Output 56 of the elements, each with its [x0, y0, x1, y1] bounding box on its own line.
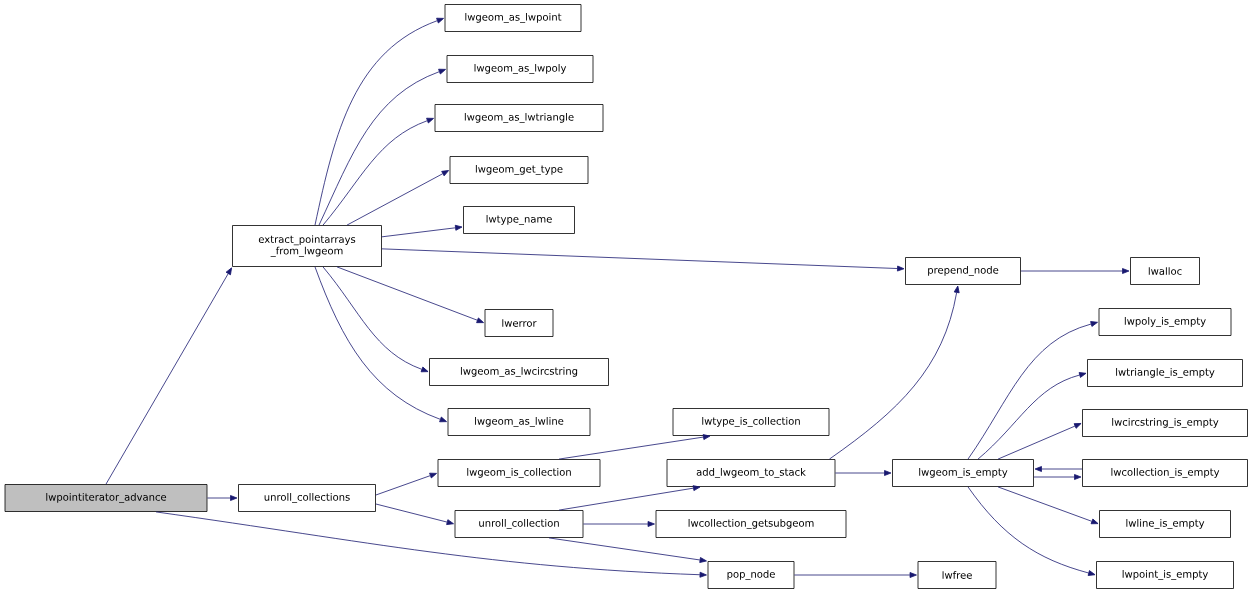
arrow — [558, 434, 711, 460]
arrow — [105, 267, 232, 485]
function-box: lwgeom_as_lwpoint — [444, 4, 582, 32]
arrow — [381, 248, 905, 272]
function-box: unroll_collection — [454, 510, 584, 538]
arrow — [1033, 474, 1082, 480]
function-box: unroll_collections — [238, 484, 376, 512]
function-box: lwgeom_is_collection — [437, 459, 601, 487]
arrow — [967, 321, 1098, 460]
arrow — [997, 423, 1082, 460]
arrow — [346, 170, 449, 226]
arrow — [322, 117, 434, 226]
arrow — [314, 17, 444, 226]
function-box: lwcollection_getsubgeom — [655, 510, 847, 538]
function-box: lwgeom_as_lwcircstring — [429, 358, 609, 386]
arrow — [375, 503, 454, 525]
arrow — [835, 470, 892, 476]
arrow — [155, 511, 707, 578]
function-box: lwpointiterator_advance — [4, 484, 208, 512]
function-box: extract_pointarrays _from_lwgeom — [232, 225, 382, 267]
function-box: lwline_is_empty — [1099, 510, 1231, 538]
function-box: lwtype_is_collection — [672, 408, 830, 436]
arrow — [336, 266, 484, 324]
arrow — [794, 572, 917, 578]
arrow — [829, 285, 960, 460]
function-box: add_lwgeom_to_stack — [666, 459, 836, 487]
arrow — [967, 486, 1096, 576]
function-box: lwcollection_is_empty — [1082, 459, 1248, 487]
arrow — [207, 495, 238, 501]
function-box: lwgeom_as_lwpoly — [446, 55, 594, 83]
arrow — [381, 224, 463, 238]
arrow — [1034, 466, 1083, 472]
function-box: lwcircstring_is_empty — [1082, 409, 1248, 437]
function-box: pop_node — [707, 561, 795, 589]
function-box: lwgeom_as_lwtriangle — [434, 104, 604, 132]
function-box: lwgeom_as_lwline — [447, 408, 591, 436]
function-box: lwfree — [917, 561, 997, 589]
function-box: lwpoint_is_empty — [1096, 561, 1234, 589]
arrow — [375, 472, 437, 496]
arrow — [977, 372, 1087, 460]
function-box: lwerror — [484, 309, 554, 337]
arrow — [997, 486, 1099, 525]
function-box: lwgeom_is_empty — [892, 459, 1034, 487]
function-box: lwtriangle_is_empty — [1087, 359, 1243, 387]
arrow — [314, 266, 447, 423]
function-box: lwgeom_get_type — [449, 156, 589, 184]
arrow — [548, 537, 707, 563]
arrow — [558, 485, 701, 511]
function-box: lwpoly_is_empty — [1098, 308, 1232, 336]
arrow — [318, 68, 446, 226]
arrow — [583, 521, 655, 527]
arrow — [322, 266, 429, 373]
function-box: prepend_node — [905, 257, 1021, 285]
arrow — [1020, 268, 1130, 274]
function-box: lwalloc — [1130, 257, 1200, 285]
function-box: lwtype_name — [463, 206, 575, 234]
